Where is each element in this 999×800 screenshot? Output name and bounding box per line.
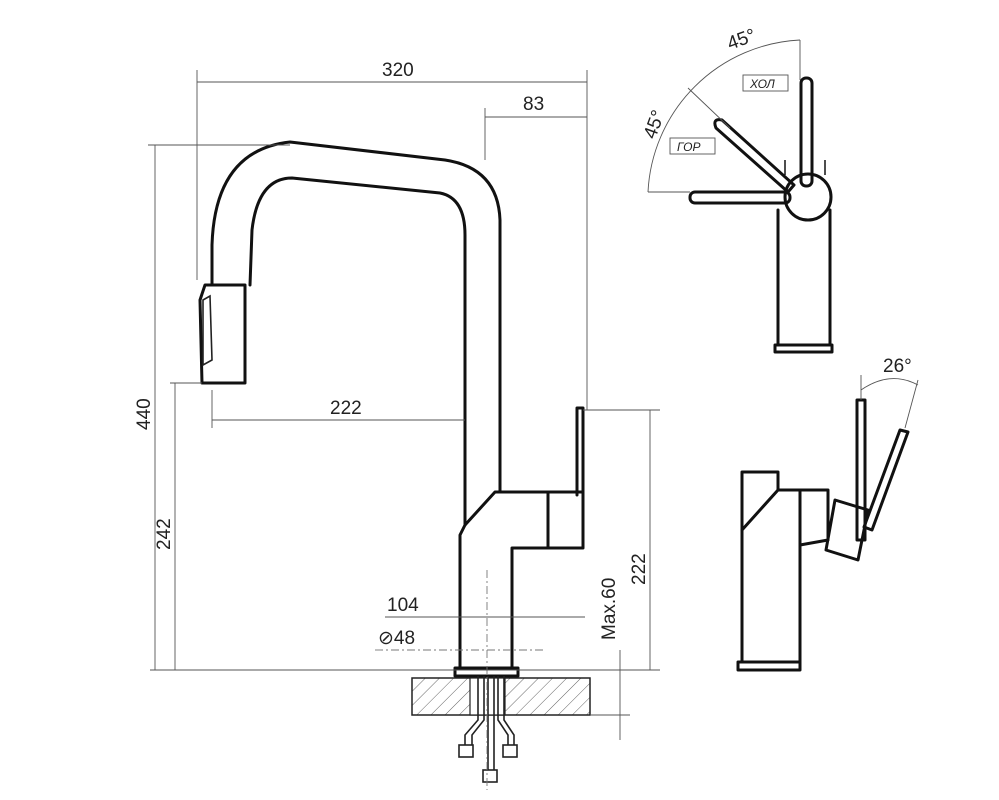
body bbox=[458, 490, 550, 670]
handle-hub bbox=[783, 172, 833, 222]
dim-83: 83 bbox=[523, 94, 544, 115]
angle-cold: 45° bbox=[725, 25, 759, 55]
label-hot: ГОР bbox=[677, 140, 700, 154]
angle-26: 26° bbox=[883, 356, 912, 377]
faucet-front-view bbox=[198, 140, 591, 790]
label-cold: ХОЛ bbox=[749, 77, 776, 91]
faucet-side-view: 26° bbox=[736, 356, 919, 672]
angle-hot: 45° bbox=[640, 108, 670, 142]
spray-button bbox=[202, 294, 213, 367]
dim-222-reach: 222 bbox=[330, 398, 362, 419]
dim-320: 320 bbox=[382, 60, 414, 81]
dim-diameter-48: ⊘48 bbox=[378, 628, 415, 649]
side-lever-vertical bbox=[855, 398, 867, 542]
dim-440: 440 bbox=[134, 398, 155, 430]
pullout-head bbox=[198, 283, 247, 385]
lever-cold bbox=[799, 76, 814, 188]
lever-block bbox=[546, 406, 585, 550]
spout-outer bbox=[210, 140, 502, 494]
dim-104: 104 bbox=[387, 595, 419, 616]
faucet-top-view: 45° 45° ХОЛ ГОР bbox=[640, 25, 834, 354]
dim-max60: Max.60 bbox=[599, 578, 620, 640]
base-collar bbox=[453, 666, 520, 678]
lever-hot bbox=[713, 118, 796, 194]
dim-242: 242 bbox=[154, 518, 175, 550]
dim-222-height: 222 bbox=[629, 553, 650, 585]
supply-hoses bbox=[464, 676, 515, 770]
side-lever-block bbox=[824, 498, 870, 562]
spout-inner bbox=[248, 176, 467, 527]
dimension-lines: 320 83 440 242 222 222 Max.60 104 ⊘48 bbox=[134, 60, 660, 740]
side-lever-tilted bbox=[862, 428, 910, 532]
lever-center bbox=[688, 190, 792, 205]
